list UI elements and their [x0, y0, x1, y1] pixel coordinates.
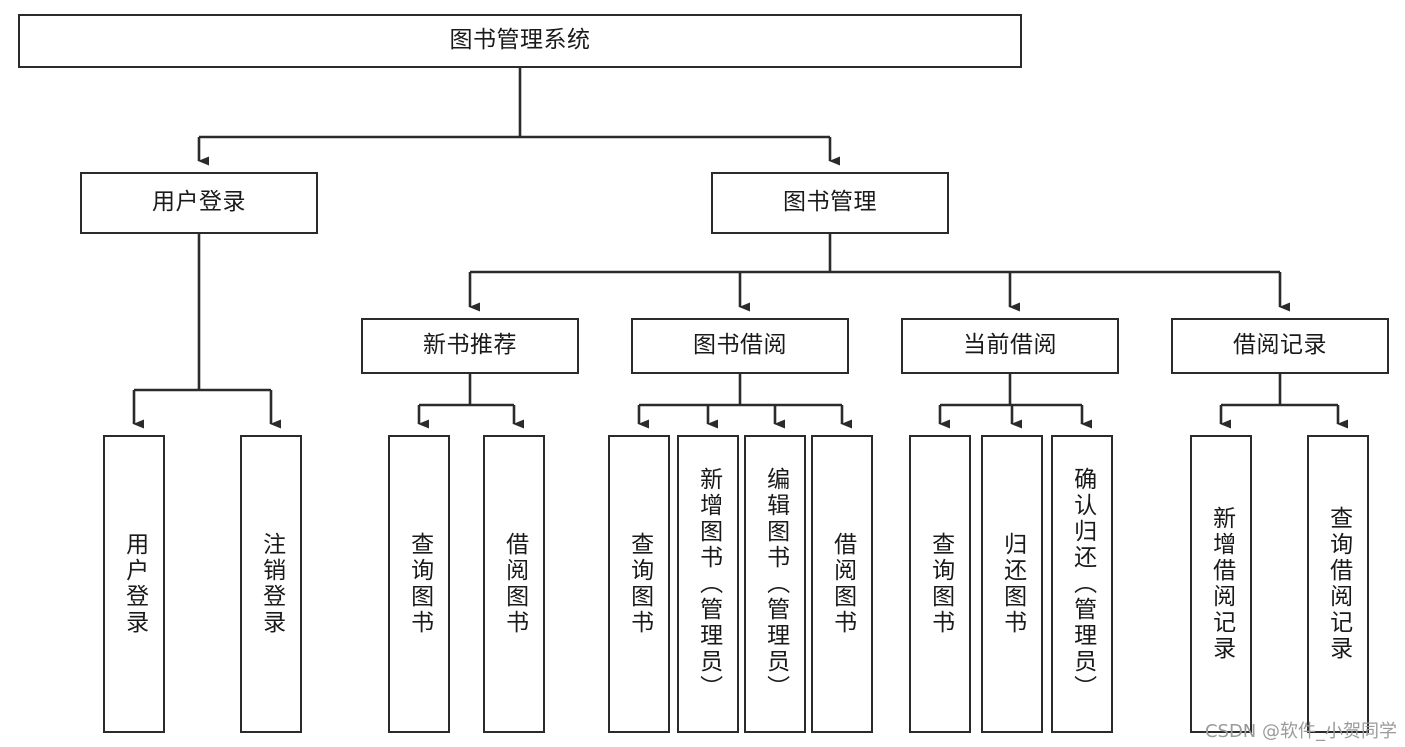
node-leaf-add-borrow-record[interactable]: 新增借阅记录	[1190, 435, 1252, 733]
csdn-watermark: CSDN @软件_小贺同学	[1204, 721, 1397, 742]
node-leaf-logout[interactable]: 注销登录	[240, 435, 302, 733]
node-leaf-query-book-2-label: 查询图书	[626, 532, 653, 636]
node-leaf-borrow-book-2-label: 借阅图书	[829, 532, 856, 636]
node-user-login-label: 用户登录	[152, 189, 246, 216]
node-leaf-add-book-label: 新增图书（管理员）	[695, 467, 722, 701]
node-leaf-borrow-book-1-label: 借阅图书	[501, 532, 528, 636]
node-leaf-add-book[interactable]: 新增图书（管理员）	[677, 435, 739, 733]
node-borrow-record[interactable]: 借阅记录	[1171, 318, 1389, 374]
node-current-borrow[interactable]: 当前借阅	[901, 318, 1119, 374]
node-leaf-edit-book-label: 编辑图书（管理员）	[762, 467, 789, 701]
node-user-login[interactable]: 用户登录	[80, 172, 318, 234]
node-leaf-query-book-3[interactable]: 查询图书	[909, 435, 971, 733]
node-new-book-recommend[interactable]: 新书推荐	[361, 318, 579, 374]
node-leaf-confirm-return[interactable]: 确认归还（管理员）	[1051, 435, 1113, 733]
node-leaf-add-borrow-record-label: 新增借阅记录	[1208, 506, 1235, 662]
node-leaf-query-borrow-record-label: 查询借阅记录	[1325, 506, 1352, 662]
node-leaf-logout-label: 注销登录	[258, 532, 285, 636]
node-leaf-query-book-3-label: 查询图书	[927, 532, 954, 636]
node-leaf-borrow-book-2[interactable]: 借阅图书	[811, 435, 873, 733]
node-root[interactable]: 图书管理系统	[18, 14, 1022, 68]
node-leaf-confirm-return-label: 确认归还（管理员）	[1069, 467, 1096, 701]
node-leaf-return-book[interactable]: 归还图书	[981, 435, 1043, 733]
node-leaf-edit-book[interactable]: 编辑图书（管理员）	[744, 435, 806, 733]
node-root-label: 图书管理系统	[449, 27, 591, 54]
node-book-borrow-label: 图书借阅	[693, 332, 787, 359]
node-leaf-user-login[interactable]: 用户登录	[103, 435, 165, 733]
node-leaf-borrow-book-1[interactable]: 借阅图书	[483, 435, 545, 733]
node-leaf-query-book-1-label: 查询图书	[406, 532, 433, 636]
node-book-borrow[interactable]: 图书借阅	[631, 318, 849, 374]
node-leaf-return-book-label: 归还图书	[999, 532, 1026, 636]
node-current-borrow-label: 当前借阅	[963, 332, 1057, 359]
node-leaf-user-login-label: 用户登录	[121, 532, 148, 636]
node-leaf-query-book-2[interactable]: 查询图书	[608, 435, 670, 733]
node-leaf-query-book-1[interactable]: 查询图书	[388, 435, 450, 733]
node-borrow-record-label: 借阅记录	[1233, 332, 1327, 359]
node-leaf-query-borrow-record[interactable]: 查询借阅记录	[1307, 435, 1369, 733]
node-book-manage-label: 图书管理	[783, 189, 877, 216]
node-book-manage[interactable]: 图书管理	[711, 172, 949, 234]
node-new-book-recommend-label: 新书推荐	[423, 332, 517, 359]
